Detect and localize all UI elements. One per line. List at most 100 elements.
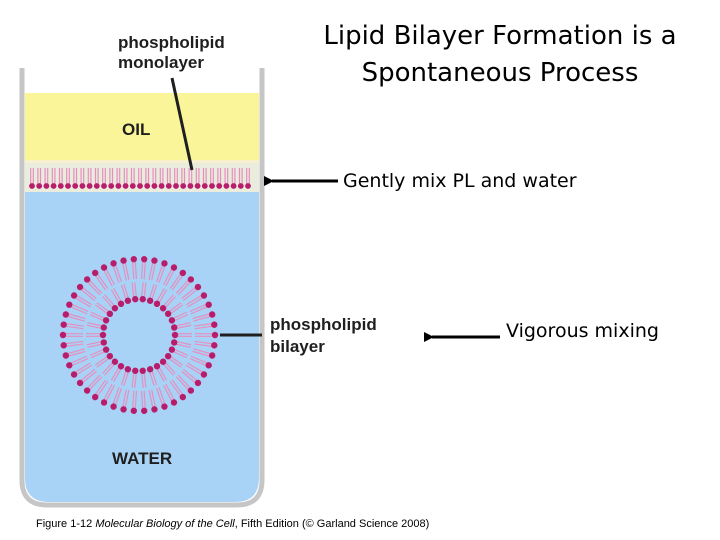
- lipid-molecule: [91, 379, 109, 401]
- lipid-molecule: [153, 362, 168, 382]
- lipid-molecule: [86, 339, 107, 348]
- lipid-molecule: [195, 331, 219, 339]
- lipid-molecule: [180, 168, 187, 189]
- lipid-molecule: [29, 168, 35, 189]
- lipid-molecule: [62, 348, 86, 359]
- lipid-molecule: [139, 367, 147, 388]
- lipid-molecule: [122, 168, 129, 189]
- lipid-molecule: [137, 168, 143, 189]
- lipid-molecule: [120, 284, 132, 304]
- lipid-molecule: [165, 168, 172, 189]
- caption-prefix: Figure 1-12: [36, 518, 96, 530]
- lipid-molecule: [70, 292, 93, 308]
- lipid-molecule: [50, 168, 57, 189]
- gentle-mix-annotation: Gently mix PL and water: [343, 170, 577, 192]
- lipid-molecule: [181, 283, 202, 302]
- lipid-molecule: [66, 301, 89, 315]
- lipid-molecule: [140, 255, 148, 280]
- lipid-molecule: [108, 168, 115, 189]
- lipid-molecule: [230, 168, 237, 189]
- lipid-molecule: [76, 283, 97, 302]
- lipid-molecule: [100, 264, 115, 287]
- lipid-molecule: [175, 276, 195, 296]
- lipid-molecule: [36, 168, 43, 189]
- lipid-molecule: [86, 331, 107, 339]
- lipid-molecule: [155, 260, 168, 283]
- lipid-molecule: [102, 358, 119, 376]
- lipid-molecule: [159, 358, 176, 376]
- lipid-molecule: [131, 282, 139, 303]
- lipid-molecule: [130, 255, 138, 280]
- lipid-molecule: [115, 168, 122, 189]
- lipid-molecule: [148, 257, 158, 281]
- lipid-molecule: [194, 168, 201, 189]
- lipid-molecule: [110, 387, 123, 410]
- lipid-molecule: [164, 302, 183, 318]
- lipid-molecule: [169, 269, 187, 291]
- lipid-molecule: [120, 389, 130, 413]
- lipid-molecule: [76, 368, 97, 387]
- lipid-molecule: [120, 257, 130, 281]
- lipid-molecule: [102, 294, 119, 312]
- lipid-molecule: [185, 362, 208, 378]
- lipid-molecule: [153, 288, 168, 308]
- slide-title: Lipid Bilayer Formation is a Spontaneous…: [323, 21, 677, 88]
- lipid-molecule: [163, 383, 178, 406]
- lipid-molecule: [101, 168, 107, 189]
- lipid-molecule: [91, 269, 109, 291]
- lipid-molecule: [173, 168, 179, 189]
- lipid-molecule: [209, 168, 215, 189]
- lipid-molecule: [131, 367, 139, 388]
- lipid-molecule: [189, 301, 212, 315]
- lipid-molecule: [237, 168, 244, 189]
- lipid-molecule: [89, 311, 110, 324]
- figure-caption: Figure 1-12 Molecular Biology of the Cel…: [36, 518, 429, 530]
- lipid-molecule: [175, 374, 195, 394]
- lipid-molecule: [163, 264, 178, 287]
- lipid-molecule: [194, 340, 218, 349]
- lipid-molecule: [192, 348, 216, 359]
- phospholipid-monolayer: [29, 168, 251, 189]
- lipid-molecule: [187, 168, 194, 189]
- lipid-molecule: [189, 355, 212, 369]
- water-layer: [25, 163, 259, 502]
- lipid-molecule: [181, 368, 202, 387]
- lipid-molecule: [93, 168, 100, 189]
- lipid-molecule: [60, 321, 84, 330]
- lipid-molecule: [100, 383, 115, 406]
- lipid-molecule: [72, 168, 79, 189]
- lipid-molecule: [110, 288, 125, 308]
- lipid-molecule: [245, 168, 251, 189]
- lipid-molecule: [185, 292, 208, 308]
- bilayer-label-line2: bilayer: [270, 337, 325, 356]
- lipid-molecule: [66, 355, 89, 369]
- lipid-molecule: [129, 168, 136, 189]
- lipid-molecule: [194, 321, 218, 330]
- monolayer-pointer-line: [170, 77, 194, 171]
- lipid-molecule: [86, 322, 107, 331]
- lipid-molecule: [171, 322, 192, 331]
- lipid-molecule: [59, 331, 83, 339]
- lipid-molecule: [43, 168, 50, 189]
- monolayer-label-line1: phospholipid: [118, 33, 225, 52]
- lipid-molecule: [139, 282, 147, 303]
- lipid-molecule: [148, 389, 158, 413]
- lipid-molecule: [95, 352, 114, 368]
- caption-book-title: Molecular Biology of the Cell: [95, 518, 235, 530]
- lipid-molecule: [158, 168, 165, 189]
- lipid-molecule: [192, 311, 216, 322]
- lipid-molecule: [159, 294, 176, 312]
- lipid-molecule: [223, 168, 230, 189]
- lipid-molecule: [89, 346, 110, 359]
- lipid-molecule: [171, 331, 192, 339]
- lipid-molecule: [151, 168, 158, 189]
- water-label: WATER: [112, 449, 172, 468]
- lipid-molecule: [110, 260, 123, 283]
- lipid-molecule: [79, 168, 86, 189]
- lipid-molecule: [86, 168, 93, 189]
- lipid-molecule: [216, 168, 223, 189]
- oil-label: OIL: [122, 120, 150, 139]
- lipid-molecule: [130, 390, 138, 415]
- lipid-molecule: [169, 379, 187, 401]
